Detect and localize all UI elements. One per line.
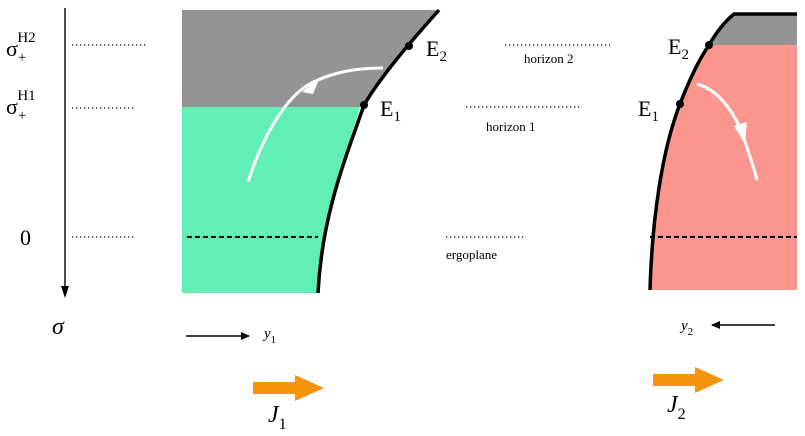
left-e2-point: [405, 42, 413, 50]
left-trajectory-arrow: [246, 66, 384, 183]
label-ergoplane: ergoplane: [446, 247, 497, 262]
tick-label-sigma-h2: σ+ H2: [6, 30, 36, 66]
right-y2-label: y2: [679, 318, 693, 338]
tick-h2-sub: +: [18, 50, 26, 66]
tick-label-zero: 0: [20, 225, 31, 250]
left-trajectory-arrowhead: [302, 77, 320, 94]
left-e2-label: E2: [426, 36, 447, 65]
label-horizon2: horizon 2: [524, 51, 573, 66]
tick-h1-sub: +: [18, 108, 26, 124]
sigma-axis-symbol: σ: [52, 314, 65, 340]
left-green-region: [182, 107, 360, 293]
right-current-arrow: [653, 367, 724, 393]
left-current-label: J1: [268, 402, 287, 433]
right-gray-region: [709, 14, 797, 45]
right-red-region: [650, 45, 797, 290]
left-e1-point: [360, 101, 368, 109]
sigma-axis-arrowhead: [61, 286, 69, 298]
right-boundary-curve: [648, 12, 797, 291]
right-e2-label: E2: [668, 34, 689, 63]
right-e1-label: E1: [638, 96, 659, 125]
tick-h2-base: σ: [6, 36, 18, 61]
tick-h1-base: σ: [6, 94, 18, 119]
right-e2-point: [705, 41, 713, 49]
tick-h2-sup: H2: [17, 30, 35, 46]
left-e1-label: E1: [380, 96, 401, 125]
tick-h1-sup: H1: [17, 88, 35, 104]
right-e1-point: [676, 100, 684, 108]
left-y1-label: y1: [262, 326, 276, 346]
left-gray-region: [182, 10, 439, 107]
right-trajectory-arrowhead: [734, 122, 747, 144]
right-current-label: J2: [667, 392, 686, 423]
left-current-arrow: [253, 375, 324, 401]
tick-label-sigma-h1: σ+ H1: [6, 88, 36, 124]
label-horizon1: horizon 1: [486, 119, 535, 134]
